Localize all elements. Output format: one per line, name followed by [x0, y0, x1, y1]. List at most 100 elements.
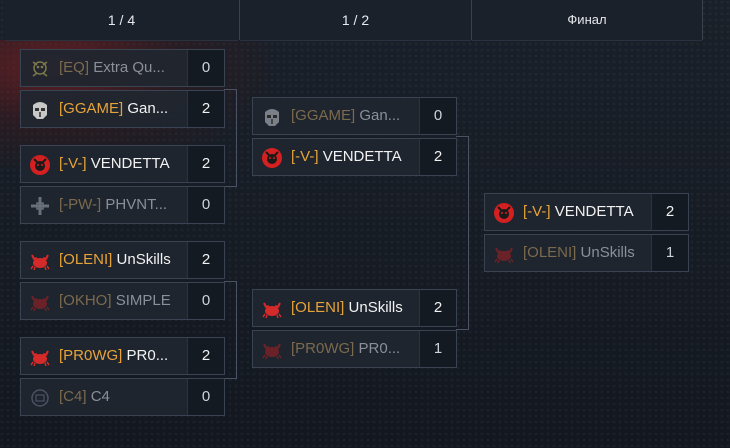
crab-icon [30, 295, 50, 312]
team-label: PR0... [358, 340, 401, 357]
team-tag: [-V-] [523, 203, 551, 220]
team-slot[interactable]: [OLENI] UnSkills 1 [484, 234, 689, 272]
team-label: C4 [90, 388, 110, 405]
team-tag: [OKHO] [59, 292, 112, 309]
team-score: 2 [187, 146, 224, 182]
team-tag: [-PW-] [59, 196, 102, 213]
team-label: SIMPLE [115, 292, 171, 309]
helmet-icon [33, 102, 47, 119]
rounds-header: 1 / 4 1 / 2 Финал [0, 0, 730, 41]
team-name: [GGAME] Gan... [59, 91, 189, 127]
team-slot[interactable]: [GGAME] Gan... 0 [252, 97, 457, 135]
team-score: 0 [187, 379, 224, 415]
team-tag: [EQ] [59, 59, 90, 76]
team-name: [OKHO] SIMPLE [59, 283, 189, 319]
team-score: 1 [651, 235, 688, 271]
helmet-icon [265, 109, 279, 126]
crab-icon [30, 254, 50, 271]
cross-icon [31, 197, 49, 215]
match-quarterfinal-2: [-V-] VENDETTA 2 [-PW-] PHVNT... 0 [20, 145, 225, 225]
header-divider [702, 0, 703, 40]
team-slot[interactable]: [OKHO] SIMPLE 0 [20, 282, 225, 320]
team-score: 0 [419, 98, 456, 134]
team-tag: [GGAME] [291, 107, 356, 124]
team-name: [OLENI] UnSkills [291, 290, 421, 326]
team-score: 2 [187, 91, 224, 127]
team-tag: [OLENI] [291, 299, 345, 316]
header-divider [239, 0, 240, 40]
team-slot[interactable]: [-V-] VENDETTA 2 [20, 145, 225, 183]
team-name: [GGAME] Gan... [291, 98, 421, 134]
team-slot[interactable]: [EQ] Extra Qu... 0 [20, 49, 225, 87]
team-tag: [GGAME] [59, 100, 124, 117]
team-name: [-PW-] PHVNT... [59, 187, 189, 223]
team-label: PHVNT... [105, 196, 168, 213]
header-divider [471, 0, 472, 40]
team-score: 0 [187, 50, 224, 86]
crab-icon [262, 343, 282, 360]
match-semifinal-1: [GGAME] Gan... 0 [-V-] VENDETTA 2 [252, 97, 457, 177]
team-name: [PR0WG] PR0... [59, 338, 189, 374]
team-name: [-V-] VENDETTA [59, 146, 189, 182]
team-score: 1 [419, 331, 456, 367]
match-quarterfinal-4: [PR0WG] PR0... 2 [C4] C4 0 [20, 337, 225, 417]
team-slot[interactable]: [C4] C4 0 [20, 378, 225, 416]
bracket-connector [456, 136, 469, 330]
match-semifinal-2: [OLENI] UnSkills 2 [PR0WG] PR0... 1 [252, 289, 457, 369]
team-score: 0 [187, 187, 224, 223]
team-name: [-V-] VENDETTA [523, 194, 653, 230]
team-tag: [OLENI] [59, 251, 113, 268]
team-tag: [PR0WG] [291, 340, 355, 357]
team-slot[interactable]: [OLENI] UnSkills 2 [252, 289, 457, 327]
round-label-final[interactable]: Финал [472, 0, 702, 41]
team-label: Extra Qu... [93, 59, 165, 76]
team-tag: [OLENI] [523, 244, 577, 261]
team-score: 0 [187, 283, 224, 319]
team-name: [OLENI] UnSkills [59, 242, 189, 278]
bracket-connector [224, 89, 237, 187]
vendetta-icon [262, 148, 282, 168]
team-slot[interactable]: [GGAME] Gan... 2 [20, 90, 225, 128]
team-label: VENDETTA [322, 148, 402, 165]
team-name: [PR0WG] PR0... [291, 331, 421, 367]
team-score: 2 [419, 290, 456, 326]
team-name: [-V-] VENDETTA [291, 139, 421, 175]
team-tag: [-V-] [59, 155, 87, 172]
crab-icon [262, 302, 282, 319]
team-label: Gan... [359, 107, 401, 124]
team-slot[interactable]: [PR0WG] PR0... 2 [20, 337, 225, 375]
team-tag: [PR0WG] [59, 347, 123, 364]
team-slot[interactable]: [OLENI] UnSkills 2 [20, 241, 225, 279]
team-slot[interactable]: [-PW-] PHVNT... 0 [20, 186, 225, 224]
team-label: PR0... [126, 347, 169, 364]
team-label: UnSkills [116, 251, 171, 268]
team-score: 2 [419, 139, 456, 175]
vendetta-icon [30, 155, 50, 175]
team-slot[interactable]: [-V-] VENDETTA 2 [484, 193, 689, 231]
team-score: 2 [187, 338, 224, 374]
match-final: [-V-] VENDETTA 2 [OLENI] UnSkills 1 [484, 193, 689, 273]
match-quarterfinal-3: [OLENI] UnSkills 2 [OKHO] SIMPLE 0 [20, 241, 225, 321]
skull-icon [32, 61, 48, 77]
team-score: 2 [187, 242, 224, 278]
c4-icon [31, 389, 49, 407]
team-tag: [C4] [59, 388, 87, 405]
crab-icon [30, 350, 50, 367]
round-label-quarterfinal[interactable]: 1 / 4 [5, 0, 238, 41]
team-score: 2 [651, 194, 688, 230]
bracket-connector [224, 281, 237, 379]
vendetta-icon [494, 203, 514, 223]
team-name: [EQ] Extra Qu... [59, 50, 189, 86]
round-label-semifinal[interactable]: 1 / 2 [240, 0, 471, 41]
team-name: [OLENI] UnSkills [523, 235, 653, 271]
team-label: UnSkills [580, 244, 635, 261]
team-label: VENDETTA [554, 203, 634, 220]
team-slot[interactable]: [PR0WG] PR0... 1 [252, 330, 457, 368]
team-label: Gan... [127, 100, 169, 117]
team-label: UnSkills [348, 299, 403, 316]
crab-icon [494, 247, 514, 264]
team-slot[interactable]: [-V-] VENDETTA 2 [252, 138, 457, 176]
match-quarterfinal-1: [EQ] Extra Qu... 0 [GGAME] Gan... 2 [20, 49, 225, 129]
team-name: [C4] C4 [59, 379, 189, 415]
team-label: VENDETTA [90, 155, 170, 172]
